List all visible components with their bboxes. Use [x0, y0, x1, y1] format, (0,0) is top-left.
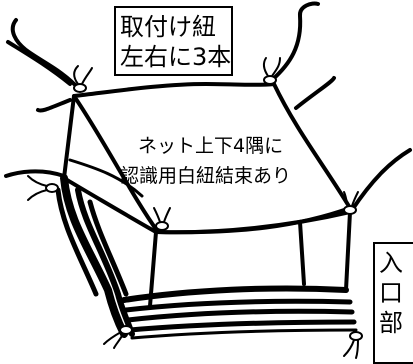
tie-rope-low-right — [350, 148, 412, 212]
tie-rope-mid-right — [294, 76, 336, 110]
tie-rope-mid-left — [36, 98, 72, 113]
bundle-note: ネット上下4隅に 認識用白紐結束あり — [120, 131, 291, 191]
knot-icon — [27, 175, 59, 201]
bundle-layer-3 — [87, 199, 129, 297]
entrance-note-char: 入 — [379, 249, 403, 277]
net-left-crease — [68, 158, 144, 198]
bottom-roll-3 — [125, 308, 355, 323]
knot-icon — [73, 65, 93, 93]
knot-icon — [262, 57, 281, 85]
bundle-note-line: ネット上下4隅に — [138, 135, 284, 157]
bottom-roll-1 — [121, 285, 349, 303]
bottom-roll-5 — [130, 328, 358, 340]
net-front-right-edge — [344, 210, 352, 292]
bundle-layer-4 — [55, 187, 99, 297]
bottom-roll-2 — [123, 298, 353, 313]
net-front-post — [298, 220, 306, 286]
entrance-note-char: 口 — [379, 279, 403, 307]
tie-rope-top-left — [10, 18, 82, 92]
tie-note-line: 取付け紐 — [120, 13, 216, 41]
knot-icon — [153, 207, 171, 231]
net-front-top-edge — [154, 210, 352, 235]
knot-icon — [103, 325, 133, 349]
bottom-roll-4 — [127, 319, 357, 333]
entrance-note-box: 入 口 部 — [373, 242, 413, 364]
tie-rope-bottom-left — [4, 169, 66, 178]
bundle-note-line: 認識用白紐結束あり — [120, 165, 292, 187]
tie-rope-top-left-extra — [6, 40, 72, 86]
knot-icon — [343, 191, 359, 215]
bundle-layer-1 — [60, 174, 128, 338]
tie-rope-top-right — [270, 1, 320, 82]
knot-icon — [343, 331, 363, 359]
tie-note-line: 左右に3本 — [120, 43, 232, 71]
tie-note-box: 取付け紐 左右に3本 — [114, 6, 233, 76]
entrance-note-char: 部 — [379, 309, 403, 337]
